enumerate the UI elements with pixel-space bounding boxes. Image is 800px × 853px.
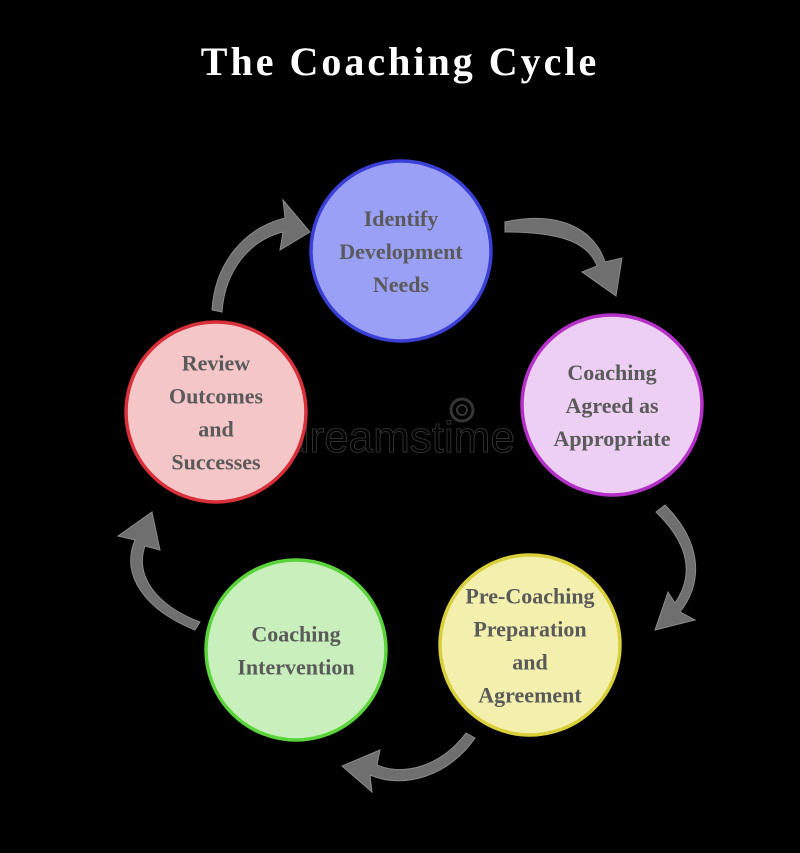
arrows [116, 198, 697, 794]
node-label-line: Coaching [567, 360, 656, 385]
diagram-title: The Coaching Cycle [200, 39, 600, 84]
node-label-line: Successes [171, 450, 261, 475]
node-label-line: Review [182, 351, 251, 376]
node-circle-identify [309, 159, 493, 343]
node-circle-intervention [204, 558, 388, 742]
node-label-line: Appropriate [554, 426, 671, 451]
node-label-line: Coaching [251, 622, 340, 647]
node-circle-agreed [520, 313, 704, 497]
node-label-line: Needs [373, 272, 430, 297]
node-label-line: Outcomes [169, 384, 264, 409]
arrow-identify-to-agreed [504, 218, 623, 297]
node-label-line: Intervention [237, 655, 354, 680]
node-label-line: Identify [364, 206, 439, 231]
arrow-precoaching-to-intervention [341, 732, 476, 794]
watermark: dreamstime [285, 413, 515, 462]
node-label-line: Agreed as [565, 393, 659, 418]
node-label-line: Preparation [473, 617, 586, 642]
arrow-intervention-to-review [116, 511, 201, 631]
node-label-line: and [198, 417, 233, 442]
arrow-agreed-to-precoaching [654, 504, 697, 631]
node-label-line: and [512, 650, 547, 675]
arrow-review-to-identify [211, 198, 311, 313]
watermark-logo: dreamstime [285, 397, 515, 463]
node-circle-review [124, 320, 308, 504]
node-label-line: Development [339, 239, 463, 264]
node-circle-precoaching [438, 553, 622, 737]
node-label-line: Pre-Coaching [465, 584, 594, 609]
node-label-line: Agreement [478, 683, 582, 708]
